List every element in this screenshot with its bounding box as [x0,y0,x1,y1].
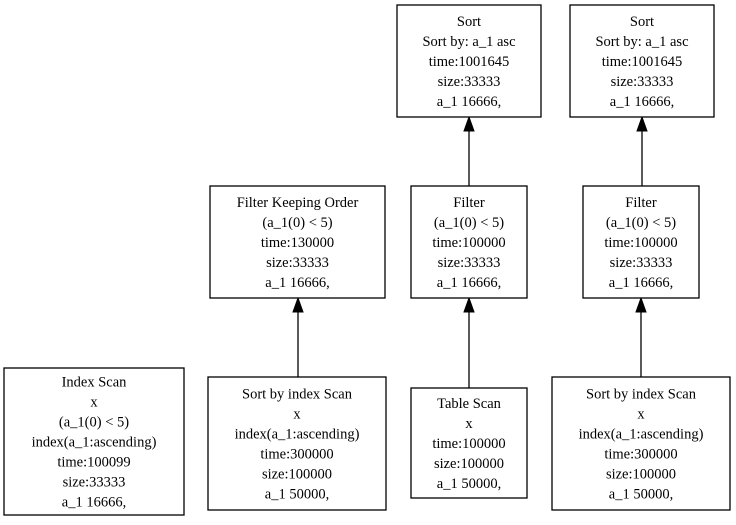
node-text-line: (a_1(0) < 5) [434,215,504,231]
node-sort-by-index-scan-1: Sort by index Scan x index(a_1:ascending)t… [207,376,387,511]
node-text-line: size:33333 [63,475,126,491]
node-text-line: x [465,416,473,432]
node-text-line: size:33333 [266,255,329,271]
node-text-line: a_1 16666, [265,275,329,291]
node-text-line: size:100000 [262,467,332,483]
node-text-line: time:1001645 [602,54,683,70]
node-box [396,4,542,118]
node-text-line: size:33333 [438,74,501,90]
node-filter-1: Filter (a_1(0) < 5) time:100000 size:33333 a… [410,185,528,299]
node-text-line: time:100000 [604,235,677,251]
arrowhead-filter-1 [463,296,475,313]
node-text-line: a_1 16666, [62,495,126,511]
node-text-line: index(a_1:ascending) [32,435,157,451]
node-text-line: time:100000 [432,436,505,452]
node-text-line: size:100000 [434,456,504,472]
node-text-line: Sort [630,14,654,30]
node-text-line: Index Scan [62,375,128,391]
node-text-line: time:300000 [260,447,333,463]
node-text-line: Sort [457,14,481,30]
node-text-line: a_1 50000, [437,476,501,492]
node-text-line: Sort by: a_1 asc [422,34,515,50]
node-text-line: (a_1(0) < 5) [262,215,332,231]
node-box [551,376,731,511]
node-text-line: Filter [625,195,657,211]
node-text-line: time:100099 [57,455,130,471]
node-filter-2: Filter (a_1(0) < 5) time:100000 size:33333 a… [582,185,700,299]
node-filter-keeping-order: Filter Keeping Order (a_1(0) < 5) time:130… [209,185,386,299]
node-box [410,387,528,499]
node-text-line: (a_1(0) < 5) [606,215,676,231]
node-text-line: Sort by index Scan [586,387,697,403]
node-index-scan: Index Scan x (a_1(0) < 5) index(a_1:ascendi… [3,367,185,516]
node-text-line: a_1 50000, [265,487,329,503]
node-text-line: Filter [453,195,485,211]
node-text-line: Filter Keeping Order [237,195,359,211]
arrowhead-sort-1 [463,115,475,132]
node-text-line: Table Scan [437,396,502,412]
arrowhead-filter-2 [635,296,647,313]
node-box [410,185,528,299]
node-text-line: time:100000 [432,235,505,251]
node-text-line: time:130000 [261,235,334,251]
node-text-line: a_1 16666, [610,94,674,110]
node-text-line: Sort by: a_1 asc [595,34,688,50]
node-text-line: size:33333 [610,255,673,271]
node-text-line: a_1 16666, [437,275,501,291]
node-text-line: x [293,407,301,423]
node-text-line: x [637,407,645,423]
node-text-line: time:1001645 [429,54,510,70]
node-text-line: index(a_1:ascending) [235,427,360,443]
node-text-line: index(a_1:ascending) [579,427,704,443]
node-text-line: size:33333 [611,74,674,90]
arrowhead-sort-2 [636,115,648,132]
node-table-scan: Table Scan x time:100000 size:100000 a_1 500… [410,387,528,499]
node-box [569,4,715,118]
node-text-line: a_1 16666, [437,94,501,110]
arrowhead-filter-keeping-order [292,296,304,313]
node-text-line: Sort by index Scan [242,387,353,403]
node-text-line: size:100000 [606,467,676,483]
node-text-line: x [90,395,98,411]
node-text-line: time:300000 [604,447,677,463]
node-sort-by-index-scan-2: Sort by index Scan x index(a_1:ascending)t… [551,376,731,511]
node-text-line: (a_1(0) < 5) [59,415,129,431]
node-box [207,376,387,511]
node-text-line: a_1 16666, [609,275,673,291]
node-box [3,367,185,516]
node-text-line: a_1 50000, [609,487,673,503]
node-box [582,185,700,299]
node-text-line: size:33333 [438,255,501,271]
node-box [209,185,386,299]
